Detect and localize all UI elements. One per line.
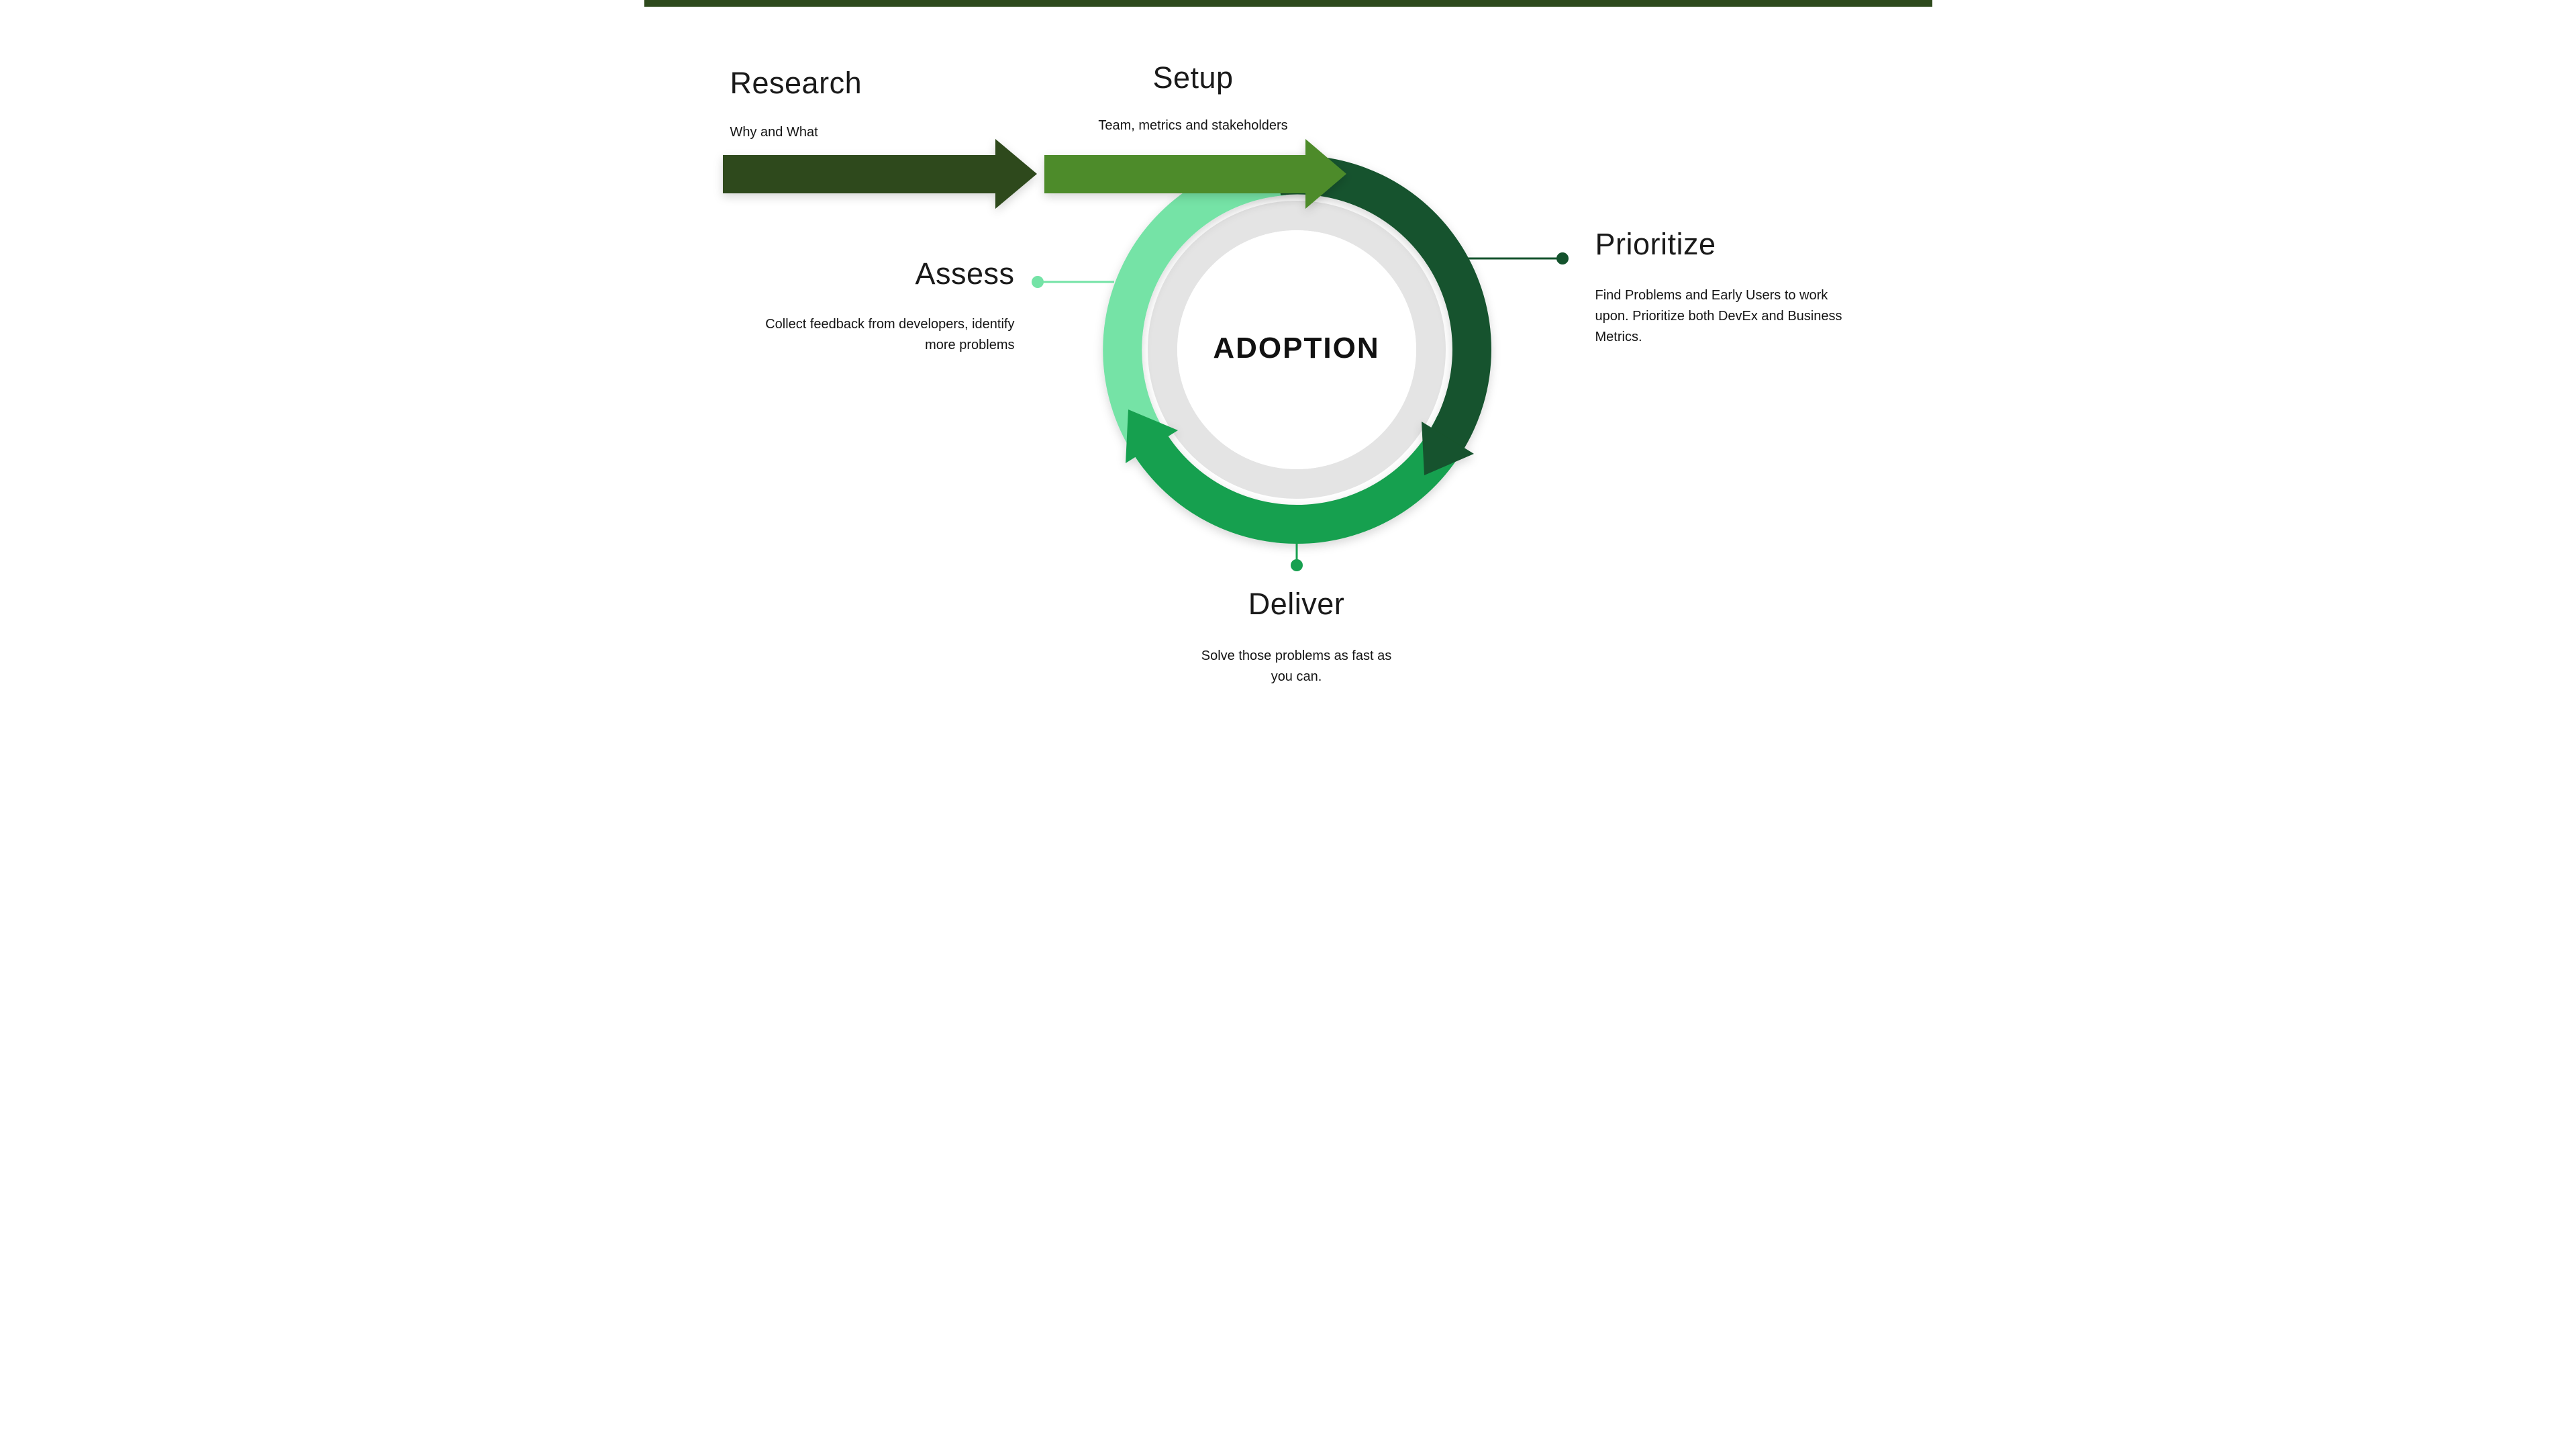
deliver-description: Solve those problems as fast as you can. bbox=[1201, 648, 1392, 684]
deliver-title: Deliver bbox=[1248, 587, 1345, 621]
center-disc bbox=[1177, 230, 1416, 469]
top-accent-bar bbox=[644, 0, 1932, 7]
deliver-connector-dot bbox=[1290, 559, 1303, 571]
prioritize-title: Prioritize bbox=[1595, 227, 1716, 261]
diagram-graphics bbox=[644, 0, 1932, 571]
setup-title: Setup bbox=[1152, 60, 1234, 95]
prioritize-connector-dot bbox=[1556, 252, 1569, 264]
setup-arrow-icon bbox=[1044, 139, 1346, 209]
cycle-arc-deliver-green bbox=[1132, 415, 1473, 544]
research-arrow-icon bbox=[722, 139, 1037, 209]
cycle-arrowhead-green-icon bbox=[1125, 409, 1178, 463]
setup-subtitle: Team, metrics and stakeholders bbox=[1098, 118, 1288, 133]
assess-connector-dot bbox=[1031, 276, 1044, 288]
inner-gray-ring bbox=[1147, 201, 1446, 499]
assess-title: Assess bbox=[915, 256, 1015, 291]
adoption-center-label: ADOPTION bbox=[1213, 332, 1380, 365]
research-title: Research bbox=[730, 66, 862, 100]
adoption-cycle-diagram: Research Why and What Setup Team, metric… bbox=[644, 0, 1932, 725]
prioritize-description: Find Problems and Early Users to work up… bbox=[1595, 288, 1842, 344]
assess-description: Collect feedback from developers, identi… bbox=[765, 317, 1015, 352]
cycle-arrowhead-dark-icon bbox=[1421, 422, 1474, 475]
research-subtitle: Why and What bbox=[730, 125, 818, 140]
